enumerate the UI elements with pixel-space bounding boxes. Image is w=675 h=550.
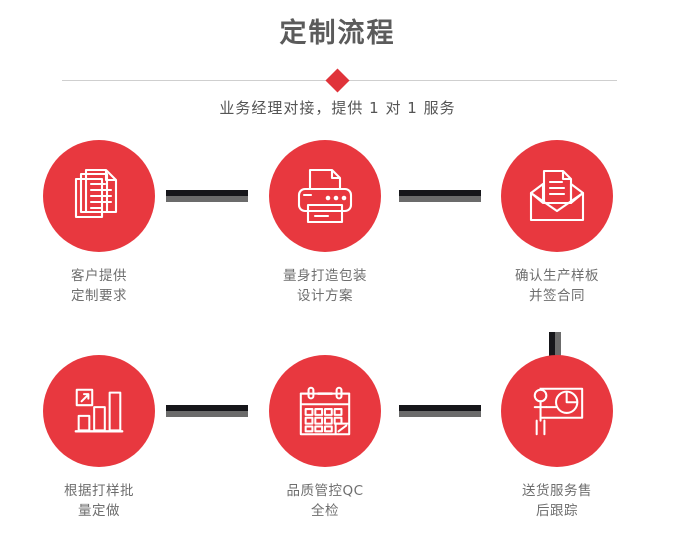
flow-step-4[interactable]: 根据打样批 量定做 (19, 355, 179, 521)
flow-step-2-label: 量身打造包装 设计方案 (283, 268, 367, 304)
connector-gray-bar (399, 411, 481, 417)
divider (0, 67, 675, 93)
flow-connector-vertical (549, 332, 561, 372)
flow-connector-2 (399, 190, 481, 202)
header-subtitle: 业务经理对接，提供 1 对 1 服务 (219, 99, 456, 117)
connector-dark-bar (166, 405, 248, 411)
flow-step-6-circle (501, 355, 613, 467)
page-title: 定制流程 (279, 18, 396, 49)
connector-dark-bar (166, 190, 248, 196)
flow-step-6-label: 送货服务售 后跟踪 (522, 483, 592, 519)
flow-step-3[interactable]: 确认生产样板 并签合同 (477, 140, 637, 306)
connector-dark-bar (399, 190, 481, 196)
flow-step-3-circle (501, 140, 613, 252)
documents-stack-icon (68, 165, 130, 227)
connector-gray-bar (166, 411, 248, 417)
flow-step-1-circle (43, 140, 155, 252)
flow-step-5-circle (269, 355, 381, 467)
connector-dark-bar (399, 405, 481, 411)
diamond-marker-icon (325, 67, 350, 93)
bar-chart-growth-icon (69, 381, 129, 441)
flow-step-5[interactable]: 品质管控QC 全检 (245, 355, 405, 521)
flow-step-2[interactable]: 量身打造包装 设计方案 (245, 140, 405, 306)
flow-step-6[interactable]: 送货服务售 后跟踪 (477, 355, 637, 521)
connector-gray-bar (166, 196, 248, 202)
printer-icon (294, 165, 356, 227)
flow-connector-4 (399, 405, 481, 417)
flow-step-4-circle (43, 355, 155, 467)
flow-row-2: 根据打样批 量定做 (0, 355, 675, 550)
calendar-check-icon (295, 381, 355, 441)
flow-step-4-label: 根据打样批 量定做 (64, 483, 134, 519)
flow-steps: 客户提供 定制要求 (0, 140, 675, 550)
envelope-document-icon (526, 165, 588, 227)
flow-row-1: 客户提供 定制要求 (0, 140, 675, 372)
header: 定制流程 业务经理对接，提供 1 对 1 服务 (0, 0, 675, 118)
connector-dark-bar (549, 332, 555, 372)
presenter-pie-chart-icon (527, 381, 587, 441)
flow-connector-3 (166, 405, 248, 417)
flow-step-2-circle (269, 140, 381, 252)
flow-step-5-label: 品质管控QC 全检 (286, 483, 364, 519)
connector-gray-bar (399, 196, 481, 202)
flow-step-1[interactable]: 客户提供 定制要求 (19, 140, 179, 306)
flow-step-1-label: 客户提供 定制要求 (71, 268, 127, 304)
connector-gray-bar (555, 332, 561, 372)
flow-step-3-label: 确认生产样板 并签合同 (515, 268, 599, 304)
flow-connector-1 (166, 190, 248, 202)
